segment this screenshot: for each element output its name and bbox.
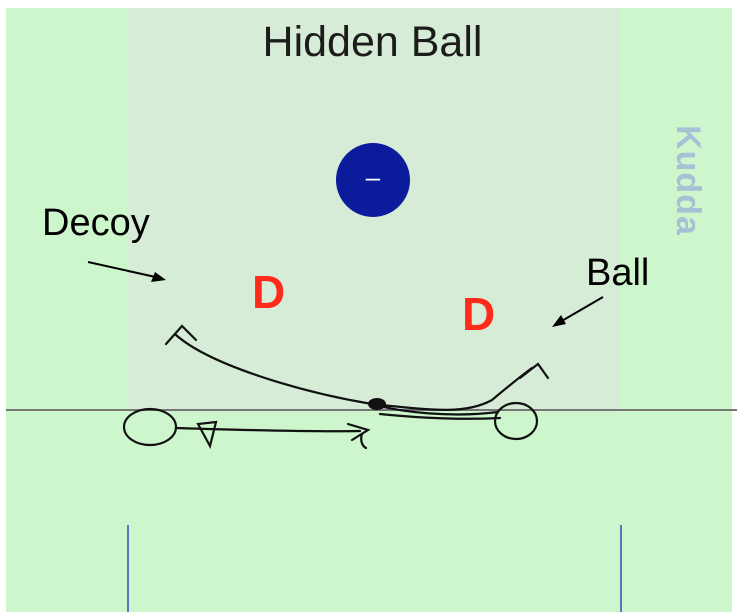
lower-route-arrowhead bbox=[346, 422, 371, 442]
ball-route-arrowhead bbox=[518, 362, 550, 380]
watermark-text: Kudda bbox=[668, 124, 707, 236]
handoff-line-1 bbox=[378, 412, 502, 420]
offense-marker-circle bbox=[336, 143, 410, 217]
lower-route-tail bbox=[196, 420, 218, 450]
decoy-route-arrowhead bbox=[164, 324, 198, 346]
ball-tick bbox=[360, 432, 368, 450]
decoy-route bbox=[174, 333, 374, 406]
ball-arrow bbox=[559, 296, 604, 323]
decoy-arrow-head bbox=[151, 272, 166, 282]
defender-left: D bbox=[252, 266, 286, 318]
decoy-arrow bbox=[87, 261, 161, 279]
lower-route bbox=[174, 426, 362, 433]
offense-marker-label: – bbox=[366, 162, 381, 192]
ball-point bbox=[368, 398, 386, 410]
right-player-circle bbox=[493, 401, 539, 441]
watermark-logo: Kudda bbox=[657, 110, 717, 250]
ball-label: Ball bbox=[586, 252, 650, 294]
decoy-label: Decoy bbox=[42, 202, 150, 244]
diagram-title: Hidden Ball bbox=[262, 18, 483, 66]
defender-right: D bbox=[462, 288, 496, 340]
ball-arrow-head bbox=[552, 315, 566, 327]
play-routes bbox=[122, 324, 550, 450]
